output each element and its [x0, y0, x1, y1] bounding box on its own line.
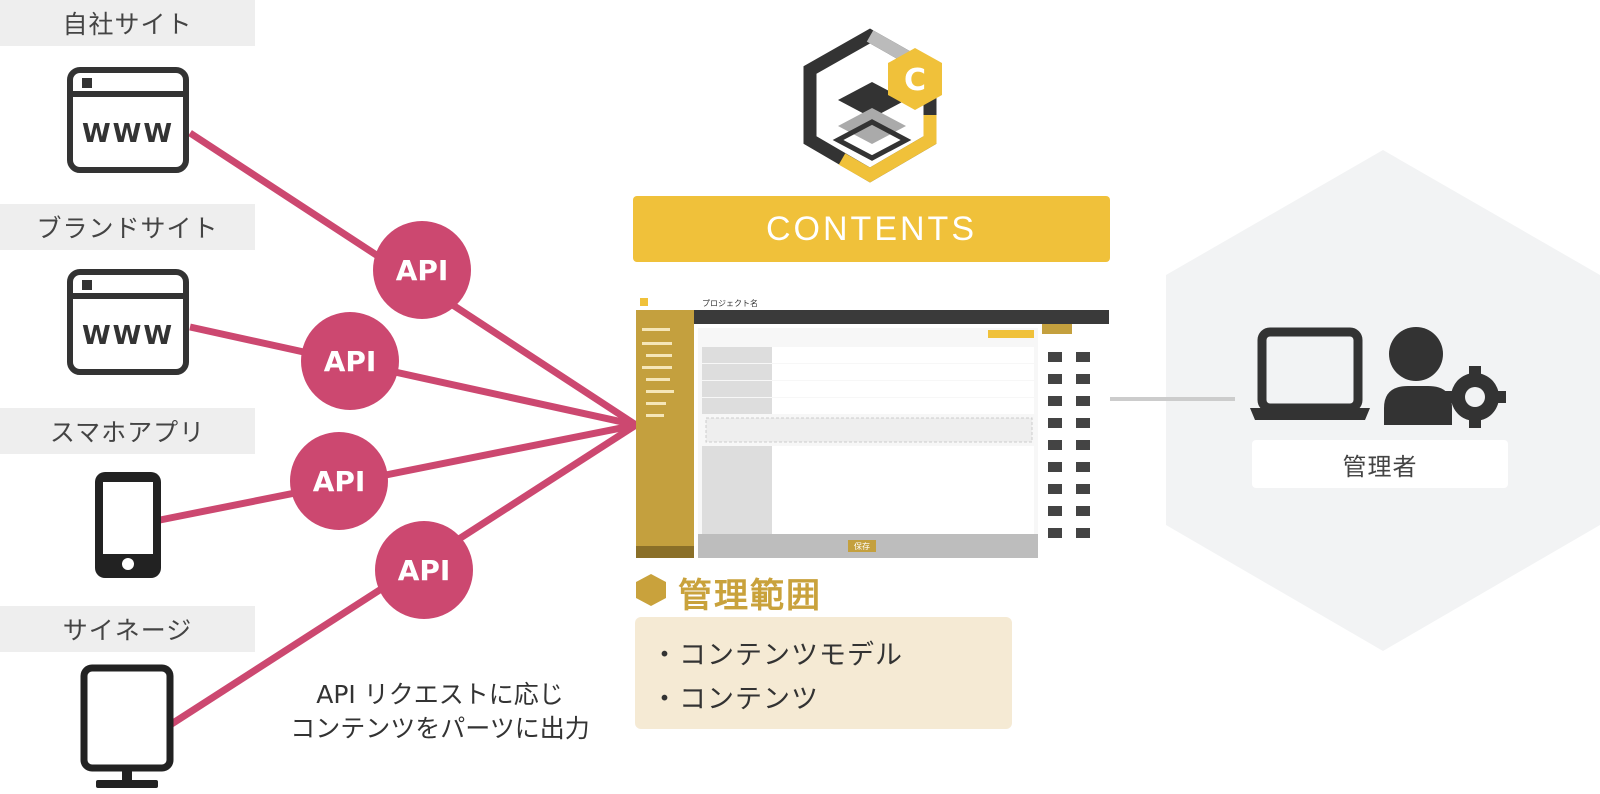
- www-window-icon: WWW: [67, 67, 189, 173]
- caption-line-1: API リクエストに応じ: [316, 680, 564, 709]
- svg-text:API: API: [313, 465, 366, 498]
- api-badge: API: [373, 221, 471, 319]
- www-window-icon: WWW: [67, 269, 189, 375]
- laptop-icon: [1250, 327, 1370, 420]
- svg-text:API: API: [396, 254, 449, 287]
- admin-user-gear-icon: [1384, 327, 1506, 428]
- channel-label-brand-site: ブランドサイト: [0, 204, 255, 250]
- caption-line-2: コンテンツをパーツに出力: [290, 714, 590, 743]
- svg-text:API: API: [324, 345, 377, 378]
- admin-label: 管理者: [1252, 440, 1508, 488]
- svg-text:API: API: [398, 554, 451, 587]
- www-label: WWW: [82, 321, 174, 351]
- scope-hexagon-icon: [636, 574, 666, 606]
- api-badge: API: [290, 432, 388, 530]
- smartphone-icon: [95, 472, 161, 578]
- scope-item-content: ・コンテンツ: [651, 684, 819, 715]
- www-label: WWW: [82, 119, 174, 149]
- channel-label-corporate-site: 自社サイト: [0, 0, 255, 46]
- scope-title: 管理範囲: [678, 576, 822, 616]
- api-caption: API リクエストに応じ コンテンツをパーツに出力: [270, 678, 610, 746]
- channel-label-signage: サイネージ: [0, 606, 255, 652]
- scope-box: ・コンテンツモデル ・コンテンツ: [635, 617, 1012, 729]
- api-badge: API: [301, 312, 399, 410]
- contents-banner: CONTENTS: [633, 196, 1110, 262]
- cms-screenshot: プロジェクト名 保存: [636, 294, 1109, 558]
- cms-logo-icon: C: [803, 28, 942, 183]
- cms-screenshot-graphic: プロジェクト名 保存: [636, 294, 1109, 558]
- admin-hexagon-background: [1166, 150, 1600, 651]
- api-badge: API: [375, 521, 473, 619]
- cms-save-button: 保存: [854, 541, 870, 551]
- cms-project-title: プロジェクト名: [702, 298, 758, 308]
- logo-letter: C: [904, 63, 926, 98]
- channel-label-smartphone-app: スマホアプリ: [0, 408, 255, 454]
- signage-display-icon: [80, 664, 174, 788]
- scope-item-content-model: ・コンテンツモデル: [651, 640, 903, 671]
